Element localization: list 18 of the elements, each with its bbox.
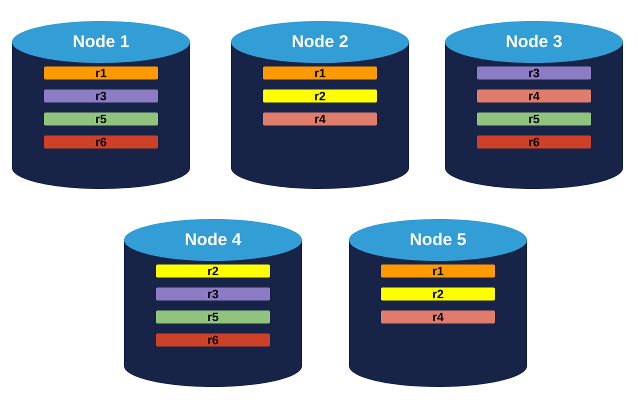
replica-bar: r2 [381,288,495,300]
replica-bar: r1 [381,264,495,278]
replica-bar: r6 [156,334,270,346]
replica-bar: r2 [263,90,377,102]
replica-bar: r6 [44,136,158,148]
replica-bar: r5 [44,112,158,126]
replica-bar: r4 [381,310,495,324]
replica-bar: r6 [477,136,591,148]
replica-bar: r1 [44,66,158,80]
replica-bar: r5 [477,112,591,126]
replica-bar: r5 [156,310,270,324]
replica-bar: r2 [156,264,270,278]
replica-bar: r3 [44,90,158,102]
replica-bar: r3 [156,288,270,300]
replica-bar: r4 [477,90,591,102]
replica-bar: r3 [477,66,591,80]
replica-bar: r1 [263,66,377,80]
replica-bar: r4 [263,112,377,126]
